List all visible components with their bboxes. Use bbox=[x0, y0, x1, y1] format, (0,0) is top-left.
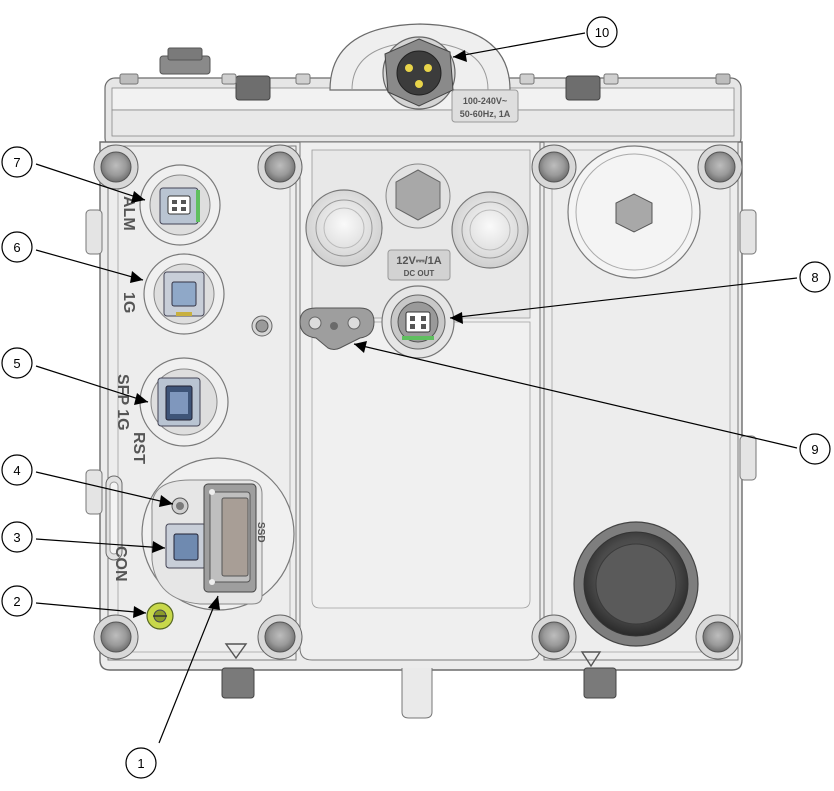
right-module-cap bbox=[567, 145, 701, 279]
corner-bolts bbox=[93, 144, 743, 660]
ethernet-1g-port bbox=[143, 253, 225, 335]
ground-terminal bbox=[146, 602, 174, 630]
ssd-label: SSD bbox=[255, 522, 266, 543]
screw-icon bbox=[251, 315, 273, 337]
power-rating-line1: 100-240V~ bbox=[463, 96, 507, 106]
callout-number: 7 bbox=[13, 155, 20, 170]
callout-10: 10 bbox=[586, 16, 618, 48]
bolt-icon bbox=[257, 144, 303, 190]
power-rating-plate: 100-240V~ 50-60Hz, 1A bbox=[451, 89, 519, 123]
callout-number: 9 bbox=[811, 442, 818, 457]
callout-number: 1 bbox=[137, 756, 144, 771]
callout-7: 7 bbox=[1, 146, 33, 178]
sfp-port bbox=[139, 357, 229, 447]
bolt-icon bbox=[697, 144, 743, 190]
cable-glands bbox=[305, 163, 529, 269]
vent-port bbox=[573, 521, 699, 647]
rst-label: RST bbox=[130, 432, 147, 464]
callout-3: 3 bbox=[1, 521, 33, 553]
callout-9: 9 bbox=[799, 433, 831, 465]
callout-number: 6 bbox=[13, 240, 20, 255]
console-ssd-panel bbox=[141, 457, 295, 611]
callout-5: 5 bbox=[1, 347, 33, 379]
callout-number: 8 bbox=[811, 270, 818, 285]
bottom-feet bbox=[221, 643, 617, 719]
callout-number: 3 bbox=[13, 530, 20, 545]
callout-number: 4 bbox=[13, 463, 20, 478]
bolt-icon bbox=[93, 614, 139, 660]
dc-out-label: 12V⎓/1A DC OUT bbox=[387, 249, 451, 281]
dc-out-line1: 12V⎓/1A bbox=[396, 255, 442, 267]
power-connector bbox=[382, 36, 456, 110]
callout-number: 2 bbox=[13, 594, 20, 609]
callout-leaders bbox=[35, 32, 798, 744]
bolt-icon bbox=[93, 144, 139, 190]
callout-8: 8 bbox=[799, 261, 831, 293]
alm-label: ALM bbox=[120, 196, 137, 231]
bolt-icon bbox=[531, 144, 577, 190]
vent-plate bbox=[299, 307, 375, 350]
dc-out-connector bbox=[381, 285, 455, 359]
bolt-icon bbox=[695, 614, 741, 660]
callout-number: 5 bbox=[13, 356, 20, 371]
top-housing bbox=[104, 23, 742, 149]
bolt-icon bbox=[257, 614, 303, 660]
callout-4: 4 bbox=[1, 454, 33, 486]
alarm-port bbox=[139, 164, 221, 246]
callout-6: 6 bbox=[1, 231, 33, 263]
sfp-label: SFP 1G bbox=[114, 374, 131, 431]
dc-out-line2: DC OUT bbox=[404, 269, 435, 278]
bolt-icon bbox=[531, 614, 577, 660]
callout-number: 10 bbox=[595, 25, 609, 40]
callout-1: 1 bbox=[125, 747, 157, 779]
con-label: CON bbox=[112, 546, 129, 582]
1g-label: 1G bbox=[120, 292, 137, 313]
power-rating-line2: 50-60Hz, 1A bbox=[460, 109, 511, 119]
callout-arrowheads bbox=[130, 50, 467, 618]
callout-2: 2 bbox=[1, 585, 33, 617]
